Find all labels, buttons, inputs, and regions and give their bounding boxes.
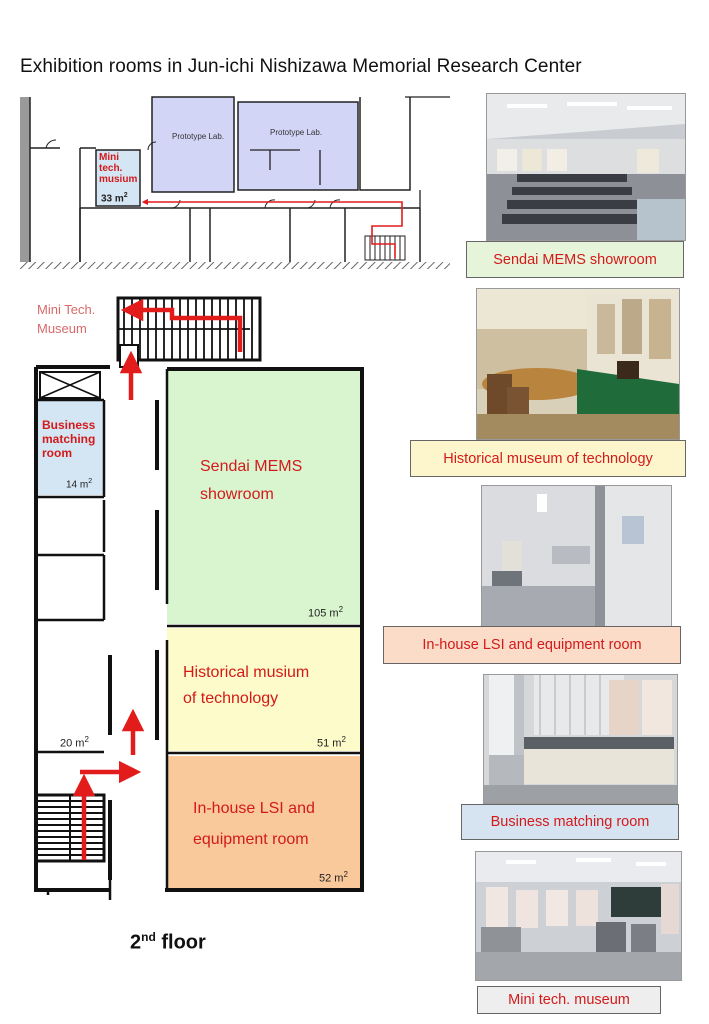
mini-museum-room (95, 149, 141, 207)
route-arrow-stairs-top (120, 298, 243, 352)
page-title: Exhibition rooms in Jun-ichi Nishizawa M… (20, 56, 582, 77)
inhouse-lsi-room (167, 756, 360, 889)
caption-inhouse-lsi: In-house LSI and equipment room (383, 626, 681, 664)
top-floor-plan (20, 96, 450, 269)
photo-sendai-mems-showroom (486, 93, 686, 241)
caption-business-matching: Business matching room (461, 804, 679, 840)
inhouse-lsi-label: In-house LSI and equipment room (193, 800, 315, 848)
floor-label: 2nd floor (130, 930, 206, 954)
inhouse-photo-image (482, 486, 671, 626)
prototype-lab-1-room (151, 96, 235, 193)
historical-museum-area: 51 m2 (317, 735, 346, 750)
mini-tech-museum-link-label: Mini Tech. Museum (37, 302, 96, 336)
mini-museum-top-area: 33 m2 (101, 192, 128, 205)
historical-museum-label: Historical musium of technology (183, 664, 310, 707)
inhouse-lsi-area: 52 m2 (319, 870, 348, 885)
historical-photo-image (477, 289, 679, 439)
historical-museum-room (167, 628, 360, 751)
photo-business-matching (483, 674, 678, 804)
prototype-lab-2-room (237, 101, 359, 191)
business-photo-image (484, 675, 677, 803)
caption-sendai-mems-showroom: Sendai MEMS showroom (466, 241, 684, 278)
prototype-lab-1-label: Prototype Lab. (172, 132, 225, 141)
mini-museum-top-label: Mini tech. musium (99, 152, 138, 185)
showroom-photo-image (487, 94, 685, 240)
caption-mini-tech-museum: Mini tech. museum (477, 986, 661, 1014)
photo-historical-museum (476, 288, 680, 440)
prototype-lab-2-label: Prototype Lab. (270, 128, 323, 137)
caption-historical-museum: Historical museum of technology (410, 440, 686, 477)
mini-museum-photo-image (476, 852, 681, 980)
photo-mini-tech-museum (475, 851, 682, 981)
sendai-mems-showroom (167, 370, 360, 624)
sendai-mems-label: Sendai MEMS showroom (200, 458, 303, 503)
business-matching-room (37, 400, 103, 495)
corridor-area: 20 m2 (60, 735, 89, 750)
business-matching-label: Business matching room (42, 418, 96, 460)
main-floor-plan (34, 296, 364, 900)
route-arrow-top (141, 198, 403, 258)
sendai-mems-area: 105 m2 (308, 605, 344, 620)
business-matching-area: 14 m2 (66, 478, 93, 491)
photo-inhouse-lsi (481, 485, 672, 627)
